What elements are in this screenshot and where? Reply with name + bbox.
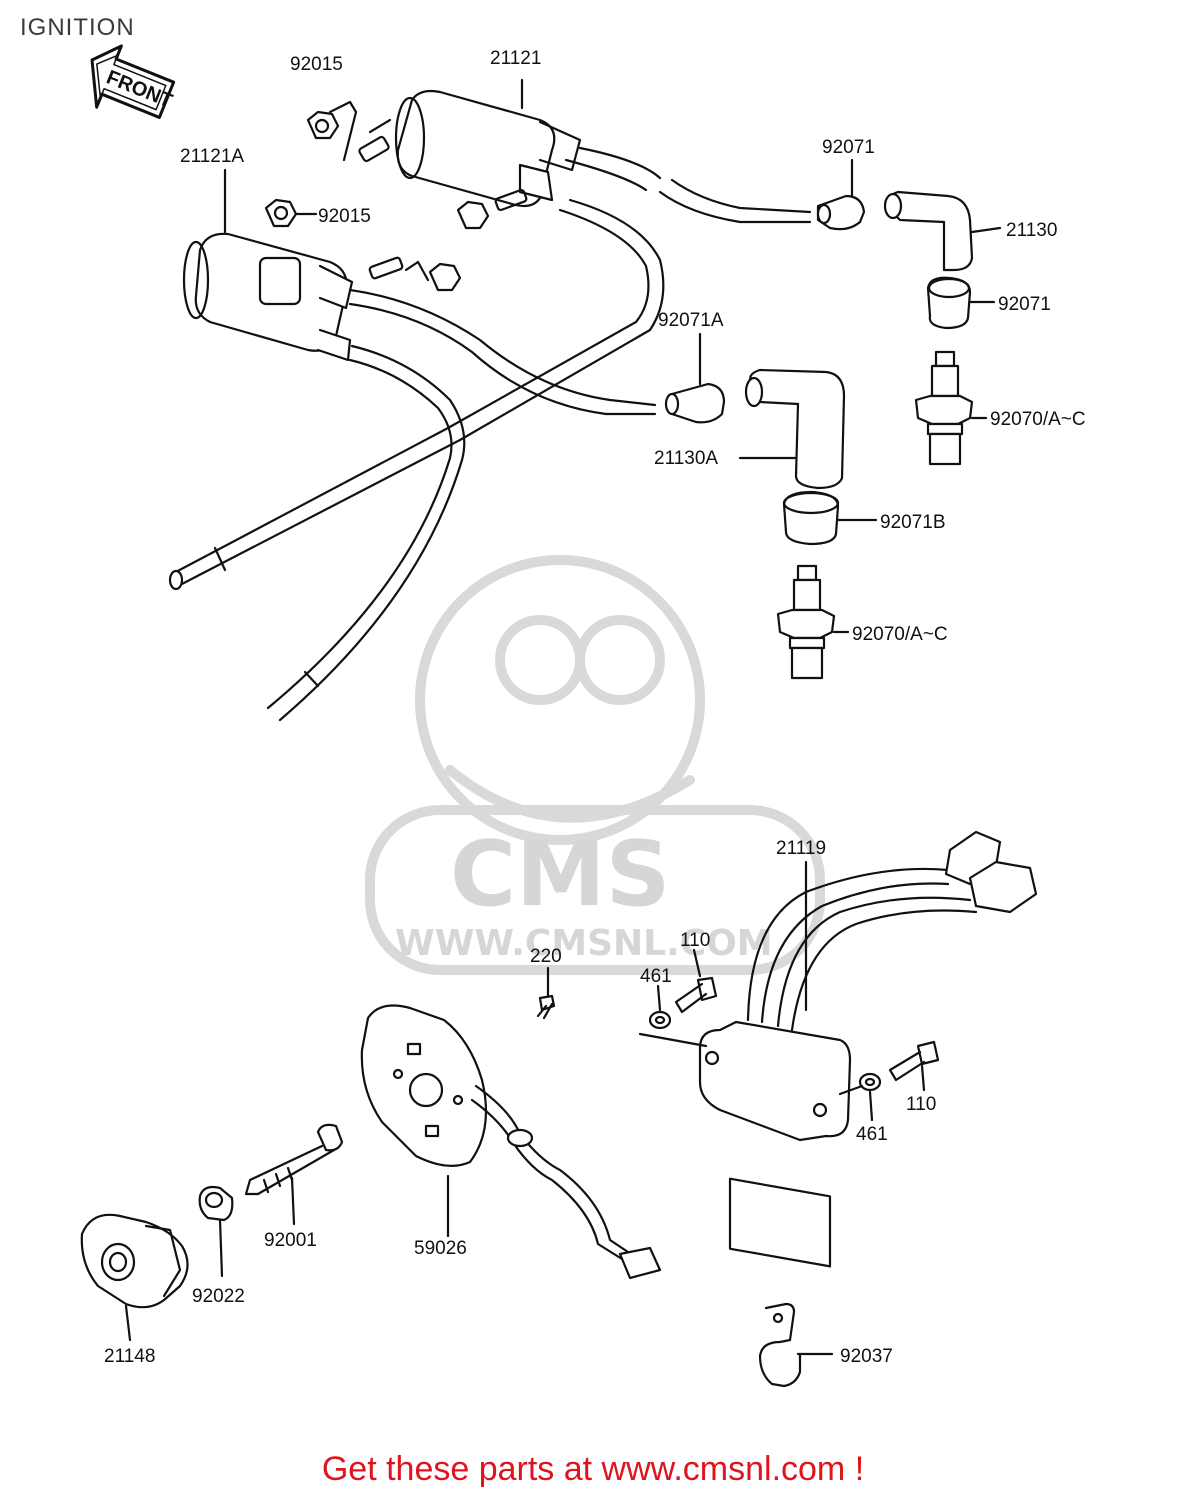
igniter-21119 <box>698 830 1038 1268</box>
nut-92015-mid <box>264 198 318 228</box>
label-92037[interactable]: 92037 <box>840 1346 893 1367</box>
ignition-coil-21121 <box>358 78 582 208</box>
nut-coil-mount <box>368 188 528 292</box>
label-110-top[interactable]: 110 <box>680 930 710 951</box>
spacer-92022 <box>198 1185 234 1278</box>
washer-461-top <box>638 984 708 1048</box>
label-461-right[interactable]: 461 <box>856 1124 888 1145</box>
label-92015-mid[interactable]: 92015 <box>318 206 371 227</box>
ht-lead-wires <box>168 146 812 722</box>
pickup-coil-plate-59026 <box>360 1004 662 1280</box>
page-title: IGNITION <box>20 14 135 41</box>
label-59026[interactable]: 59026 <box>414 1238 467 1259</box>
label-92071-mid[interactable]: 92071 <box>998 294 1051 315</box>
watermark-logo <box>365 555 825 975</box>
timing-rotor-21148 <box>80 1213 189 1342</box>
bolt-110-right <box>888 1040 940 1092</box>
bolt-92001 <box>244 1123 344 1226</box>
spark-plug-lower <box>776 564 850 680</box>
label-21119[interactable]: 21119 <box>776 838 826 859</box>
label-92070-upper[interactable]: 92070/A~C <box>990 409 1086 430</box>
label-92001[interactable]: 92001 <box>264 1230 317 1251</box>
label-21121A[interactable]: 21121A <box>180 146 244 167</box>
label-21148[interactable]: 21148 <box>104 1346 155 1367</box>
spark-plug-upper <box>914 350 988 466</box>
plug-cover-92071B <box>782 490 878 546</box>
bolt-220 <box>536 966 556 1020</box>
plug-cap-21130 <box>883 190 1002 272</box>
plug-cap-92071A <box>664 332 726 424</box>
nut-92015-top <box>306 100 358 162</box>
watermark-logo-text: CMS <box>450 822 670 927</box>
label-92071-top[interactable]: 92071 <box>822 137 875 158</box>
front-arrow-icon <box>90 44 176 119</box>
label-92071B[interactable]: 92071B <box>880 512 946 533</box>
bolt-110-top <box>674 948 718 1014</box>
label-21121[interactable]: 21121 <box>490 48 541 69</box>
label-461-top[interactable]: 461 <box>640 966 672 987</box>
label-220[interactable]: 220 <box>530 946 562 967</box>
footer-cta: Get these parts at www.cmsnl.com ! <box>0 1450 1186 1489</box>
clamp-92037 <box>758 1302 834 1388</box>
label-110-right[interactable]: 110 <box>906 1094 936 1115</box>
ignition-coil-21121A <box>182 168 354 362</box>
label-21130A[interactable]: 21130A <box>654 448 718 469</box>
washer-461-right <box>838 1072 882 1122</box>
plug-cap-21130A <box>738 368 846 490</box>
label-92022[interactable]: 92022 <box>192 1286 245 1307</box>
part-labels: 92015 21121 21121A 92015 92071 21130 920… <box>104 48 1086 1367</box>
label-21130[interactable]: 21130 <box>1006 220 1057 241</box>
plug-cover-92071-mid <box>926 276 996 330</box>
label-92071A[interactable]: 92071A <box>658 310 724 331</box>
plug-cap-92071-top <box>816 158 866 231</box>
watermark-url: WWW.CMSNL.COM <box>395 923 773 964</box>
label-92070-lower[interactable]: 92070/A~C <box>852 624 948 645</box>
footer-link[interactable]: Get these parts at www.cmsnl.com ! <box>321 1450 865 1488</box>
label-92015-top[interactable]: 92015 <box>290 54 343 75</box>
